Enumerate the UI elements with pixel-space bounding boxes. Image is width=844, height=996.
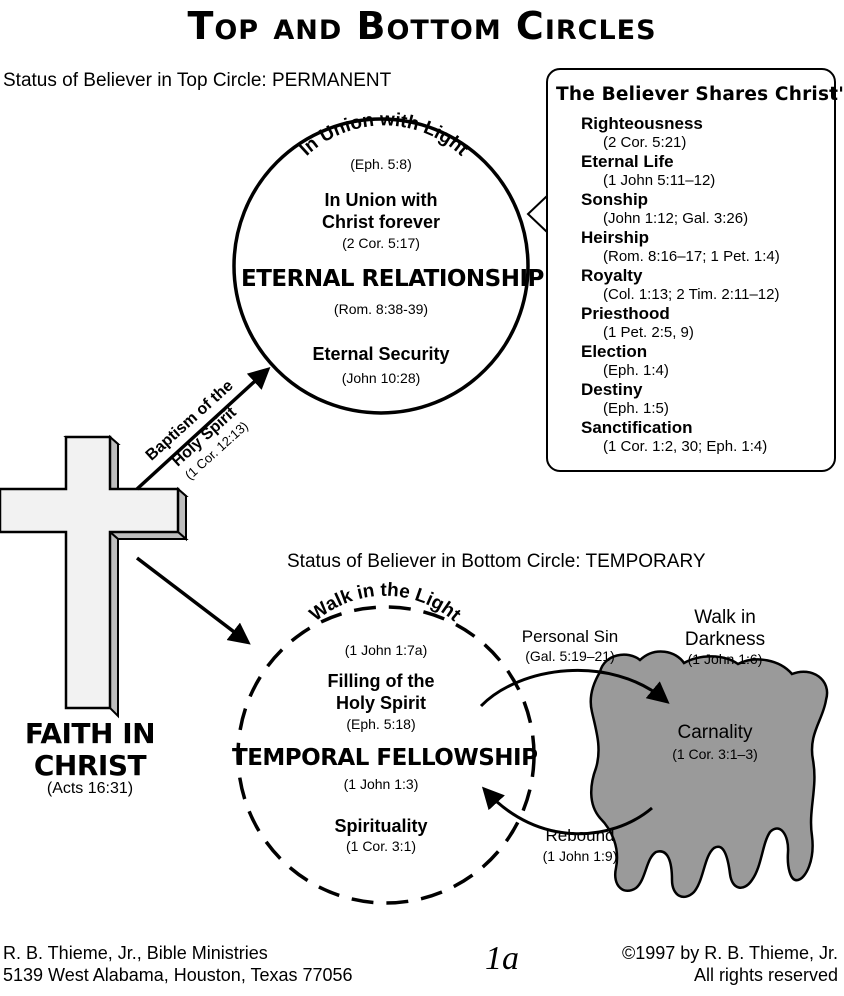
fellowship-ref: (1 John 1:3) xyxy=(343,776,419,792)
share-ref: (Rom. 8:16–17; 1 Pet. 1:4) xyxy=(603,248,780,265)
page-number: 1a xyxy=(485,940,519,977)
footer-copyright: ©1997 by R. B. Thieme, Jr. xyxy=(621,943,838,963)
top-arc-ref: (Eph. 5:8) xyxy=(350,156,412,172)
share-name: Election xyxy=(581,342,648,361)
shares-title: The Believer Shares Christ's: xyxy=(556,84,844,105)
share-item: Eternal Life(1 John 5:11–12) xyxy=(581,152,836,190)
filling-text: Filling of the Holy Spirit xyxy=(281,670,481,714)
baptism-arrow xyxy=(135,366,271,491)
union-line2: Christ forever xyxy=(321,212,441,232)
rebound-ref: (1 John 1:9) xyxy=(542,848,618,864)
top-circle-status: Status of Believer in Top Circle: PERMAN… xyxy=(3,70,392,91)
share-ref: (John 1:12; Gal. 3:26) xyxy=(603,210,749,227)
personal-sin-ref: (Gal. 5:19–21) xyxy=(525,648,615,664)
share-ref: (Eph. 1:4) xyxy=(603,362,669,379)
share-name: Righteousness xyxy=(581,114,703,133)
share-ref: (1 Cor. 1:2, 30; Eph. 1:4) xyxy=(603,438,768,455)
share-item: Election(Eph. 1:4) xyxy=(581,342,836,380)
share-name: Royalty xyxy=(581,266,643,285)
share-item: Sanctification(1 Cor. 1:2, 30; Eph. 1:4) xyxy=(581,418,836,456)
temporal-fellowship: TEMPORAL FELLOWSHIP xyxy=(232,745,538,771)
eternal-security: Eternal Security xyxy=(312,344,450,364)
page-title: TOP AND BOTTOM CIRCLES xyxy=(187,4,657,48)
share-item: Heirship(Rom. 8:16–17; 1 Pet. 1:4) xyxy=(581,228,836,266)
share-name: Destiny xyxy=(581,380,643,399)
filling-line2: Holy Spirit xyxy=(335,693,426,713)
union-ref: (2 Cor. 5:17) xyxy=(342,235,420,251)
footer-right: ©1997 by R. B. Thieme, Jr. All rights re… xyxy=(622,942,838,986)
bottom-arc-ref: (1 John 1:7a) xyxy=(344,642,428,658)
darkness-ref: (1 John 1:6) xyxy=(687,651,763,667)
share-ref: (1 Pet. 2:5, 9) xyxy=(603,324,694,341)
union-text: In Union with Christ forever xyxy=(281,189,481,233)
security-ref: (John 10:28) xyxy=(341,370,421,386)
share-name: Heirship xyxy=(581,228,650,247)
spirituality-ref: (1 Cor. 3:1) xyxy=(345,838,417,854)
bottom-circle-status: Status of Believer in Bottom Circle: TEM… xyxy=(287,551,706,572)
personal-sin-arrow xyxy=(479,668,670,708)
share-ref: (1 John 5:11–12) xyxy=(603,172,716,189)
share-item: Righteousness(2 Cor. 5:21) xyxy=(581,114,836,152)
share-item: Destiny(Eph. 1:5) xyxy=(581,380,836,418)
carnality-ref: (1 Cor. 3:1–3) xyxy=(672,746,758,762)
faith-arrow xyxy=(135,556,251,645)
share-name: Priesthood xyxy=(581,304,670,323)
share-ref: (Col. 1:13; 2 Tim. 2:11–12) xyxy=(603,286,780,303)
faith-line1: FAITH IN xyxy=(24,717,156,750)
personal-sin-label: Personal Sin xyxy=(521,627,619,646)
darkness-line2: Darkness xyxy=(684,629,766,650)
share-ref: (Eph. 1:5) xyxy=(603,400,669,417)
bottom-circle xyxy=(236,605,536,905)
spirituality: Spirituality xyxy=(334,816,428,836)
cross-icon xyxy=(0,434,189,719)
union-line1: In Union with xyxy=(324,190,438,210)
share-name: Sonship xyxy=(581,190,649,209)
footer-address: 5139 West Alabama, Houston, Texas 77056 xyxy=(3,965,353,985)
callout-pointer xyxy=(526,195,548,233)
footer-rights: All rights reserved xyxy=(693,965,838,985)
share-item: Royalty(Col. 1:13; 2 Tim. 2:11–12) xyxy=(581,266,836,304)
darkness-line1: Walk in xyxy=(694,607,756,628)
footer-left: R. B. Thieme, Jr., Bible Ministries 5139… xyxy=(3,942,353,986)
share-item: Priesthood(1 Pet. 2:5, 9) xyxy=(581,304,836,342)
carnality-label: Carnality xyxy=(677,722,753,743)
shares-list: Righteousness(2 Cor. 5:21) Eternal Life(… xyxy=(581,114,836,456)
shares-panel xyxy=(546,68,836,472)
walk-in-darkness: Walk in Darkness xyxy=(650,607,800,651)
faith-line2: CHRIST xyxy=(33,749,147,782)
carnality-blob xyxy=(589,650,829,899)
top-circle xyxy=(232,117,530,415)
rebound-arrow xyxy=(481,786,653,836)
eternal-relationship: ETERNAL RELATIONSHIP xyxy=(241,266,544,292)
relationship-ref: (Rom. 8:38-39) xyxy=(333,301,429,317)
share-name: Sanctification xyxy=(581,418,693,437)
faith-in-christ: FAITH IN CHRIST xyxy=(0,718,180,782)
footer-ministry: R. B. Thieme, Jr., Bible Ministries xyxy=(3,943,268,963)
rebound-label: Rebound xyxy=(545,826,615,845)
share-name: Eternal Life xyxy=(581,152,674,171)
share-ref: (2 Cor. 5:21) xyxy=(603,134,687,151)
share-item: Sonship(John 1:12; Gal. 3:26) xyxy=(581,190,836,228)
faith-ref: (Acts 16:31) xyxy=(46,780,134,797)
filling-line1: Filling of the xyxy=(327,671,435,691)
filling-ref: (Eph. 5:18) xyxy=(346,716,416,732)
